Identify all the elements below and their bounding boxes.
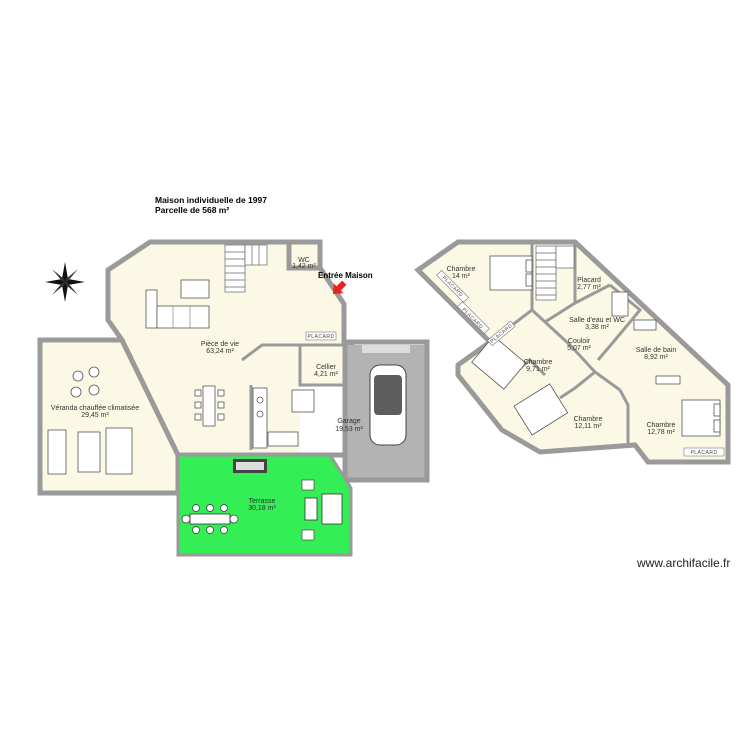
room-area: 14 m² <box>452 273 471 280</box>
room-name: WC <box>298 257 310 264</box>
placard-label: PLACARD <box>307 334 334 340</box>
room-area: 19,53 m² <box>335 426 363 433</box>
garage-door <box>362 345 410 353</box>
room-area: 5,07 m² <box>567 345 591 352</box>
kitchen-icon <box>252 387 315 449</box>
room-area: 12,11 m² <box>574 423 602 430</box>
upper-wall-ch4 <box>618 389 630 445</box>
bed-icon <box>489 255 533 291</box>
garage-wall <box>342 339 430 483</box>
room-name: Chambre <box>574 416 603 423</box>
shower-icon <box>611 291 629 317</box>
room-area: 8,92 m² <box>644 354 668 361</box>
upper-wall-sde <box>544 301 576 324</box>
room-area: 2,77 m² <box>577 284 601 291</box>
bed-icon <box>513 383 569 436</box>
upper-placard-3 <box>683 447 725 457</box>
ground-stairs <box>224 244 268 293</box>
room-name: Pièce de vie <box>201 341 239 348</box>
ground-floor <box>37 239 430 557</box>
entrance-arrow-icon <box>333 280 347 294</box>
room-name: Salle de bain <box>636 347 677 354</box>
wc-room <box>289 242 320 268</box>
room-area: 63,24 m² <box>206 348 234 355</box>
car-icon <box>369 364 407 446</box>
brand-watermark: www.archifacile.fr <box>637 556 731 570</box>
room-area: 3,38 m² <box>585 324 609 331</box>
upper-stairs <box>535 245 575 301</box>
room-name: Cellier <box>316 364 337 371</box>
upper-placard-2 <box>457 301 490 334</box>
room-area: 9,71 m² <box>526 366 550 373</box>
room-name: Chambre <box>524 359 553 366</box>
upper-floor-area <box>418 242 728 462</box>
compass-rose-icon <box>45 262 85 302</box>
bed-icon <box>681 399 721 437</box>
kitchen-wall <box>241 343 300 362</box>
room-name: Couloir <box>568 338 591 345</box>
veranda-sofa-icon <box>47 366 133 475</box>
room-name: Placard <box>577 277 601 284</box>
ground-placard <box>305 331 337 341</box>
title-line-1: Maison individuelle de 1997 <box>155 195 267 205</box>
sofa-icon <box>145 279 210 329</box>
ground-floor-labels: Maison individuelle de 1997 Parcelle de … <box>51 195 373 512</box>
upper-wall-ch3 <box>559 370 596 400</box>
living-room <box>108 242 344 455</box>
dining-table-icon <box>194 385 225 427</box>
room-name: Chambre <box>447 266 476 273</box>
terrasse-wall <box>176 453 353 557</box>
upper-wall-corridor <box>530 308 621 392</box>
upper-floor <box>414 239 731 465</box>
placard-label: PLACARD <box>690 450 717 456</box>
bathtub-icon <box>633 319 657 331</box>
upper-placard-1 <box>436 270 469 303</box>
room-name: Terrasse <box>249 498 276 505</box>
upper-placard-4 <box>487 320 516 347</box>
room-area: 30,18 m² <box>248 505 276 512</box>
terrasse-table-icon <box>181 459 343 541</box>
room-area: 29,45 m² <box>81 412 109 419</box>
room-area: 4,21 m² <box>314 371 338 378</box>
room-area: 12,78 m² <box>647 429 675 436</box>
room-area: 1,42 m² <box>292 263 316 270</box>
title-line-2: Parcelle de 568 m² <box>155 205 229 215</box>
room-name: Chambre <box>647 422 676 429</box>
wc-wall <box>286 239 323 271</box>
sink-icon <box>655 375 681 385</box>
entrance-label: Entrée Maison <box>318 271 373 280</box>
room-name: Salle d'eau et WC <box>569 317 625 324</box>
bed-icon <box>471 335 527 390</box>
room-name: Garage <box>337 418 360 425</box>
room-name: Véranda chauffée climatisée <box>51 405 139 412</box>
